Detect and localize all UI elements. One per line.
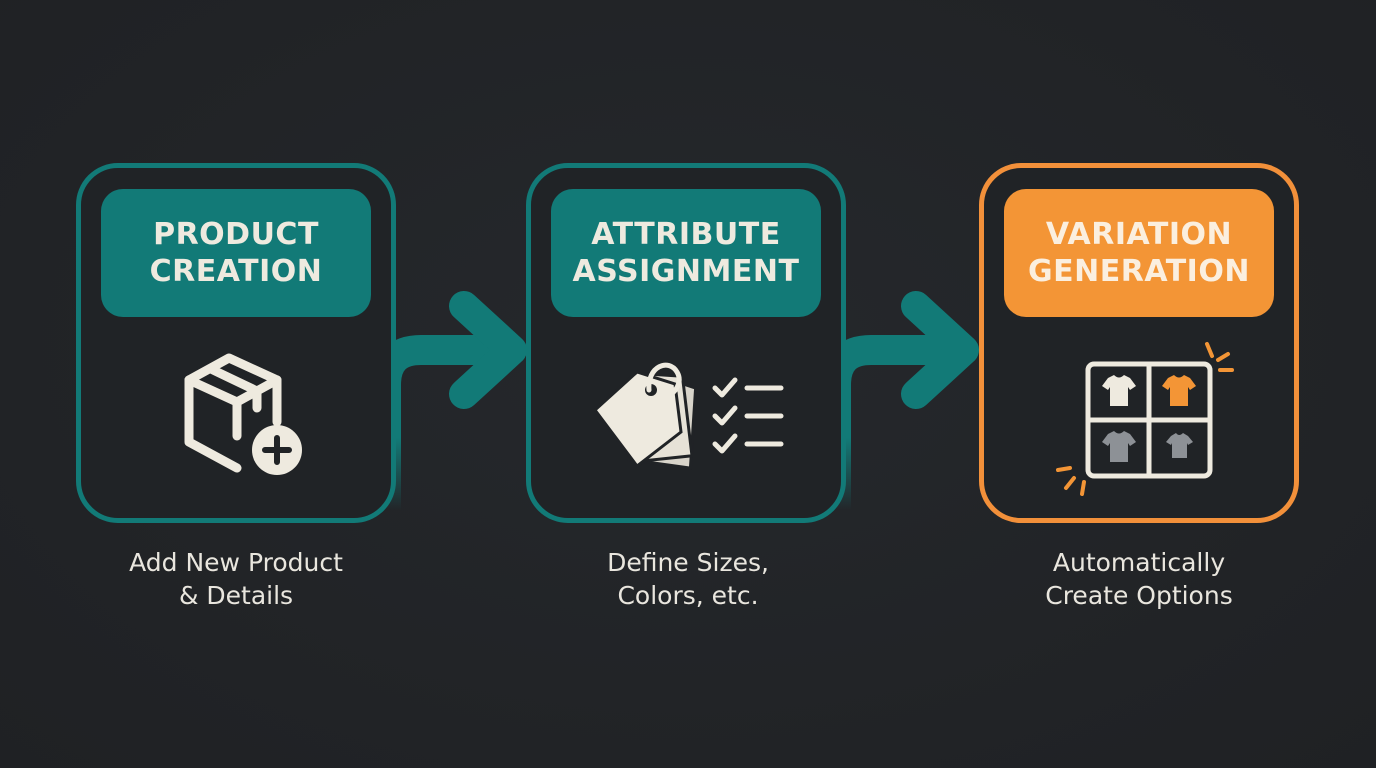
tshirt-grid-icon <box>1050 334 1240 504</box>
caption-line2: & Details <box>178 581 294 610</box>
step-caption-attribute-assignment: Define Sizes, Colors, etc. <box>523 546 853 612</box>
step-title-line1: VARIATION <box>1045 217 1233 252</box>
step-title-line1: ATTRIBUTE <box>591 217 781 252</box>
step-title-line2: CREATION <box>149 254 323 289</box>
caption-line1: Define Sizes, <box>607 548 769 577</box>
caption-line2: Create Options <box>1045 581 1233 610</box>
arrow-2-to-3 <box>821 291 979 510</box>
step-caption-product-creation: Add New Product & Details <box>71 546 401 612</box>
tshirt-icon <box>1102 375 1196 462</box>
tags-checklist-icon <box>589 354 789 474</box>
checklist-icon <box>712 377 784 454</box>
step-card-attribute-assignment: ATTRIBUTE ASSIGNMENT <box>526 163 846 523</box>
step-card-product-creation: PRODUCT CREATION <box>76 163 396 523</box>
step-card-variation-generation: VARIATION GENERATION <box>979 163 1299 523</box>
caption-line1: Add New Product <box>129 548 343 577</box>
tag-icon <box>592 362 698 470</box>
step-title-pill: PRODUCT CREATION <box>101 189 371 317</box>
arrow-1-to-2 <box>371 291 527 510</box>
box-plus-icon <box>177 350 307 480</box>
step-title-line1: PRODUCT <box>153 217 319 252</box>
caption-line2: Colors, etc. <box>617 581 759 610</box>
step-title-line2: ASSIGNMENT <box>572 254 800 289</box>
step-title-pill: ATTRIBUTE ASSIGNMENT <box>551 189 821 317</box>
step-caption-variation-generation: Automatically Create Options <box>974 546 1304 612</box>
step-title-line2: GENERATION <box>1028 254 1250 289</box>
step-title-pill: VARIATION GENERATION <box>1004 189 1274 317</box>
caption-line1: Automatically <box>1052 548 1226 577</box>
